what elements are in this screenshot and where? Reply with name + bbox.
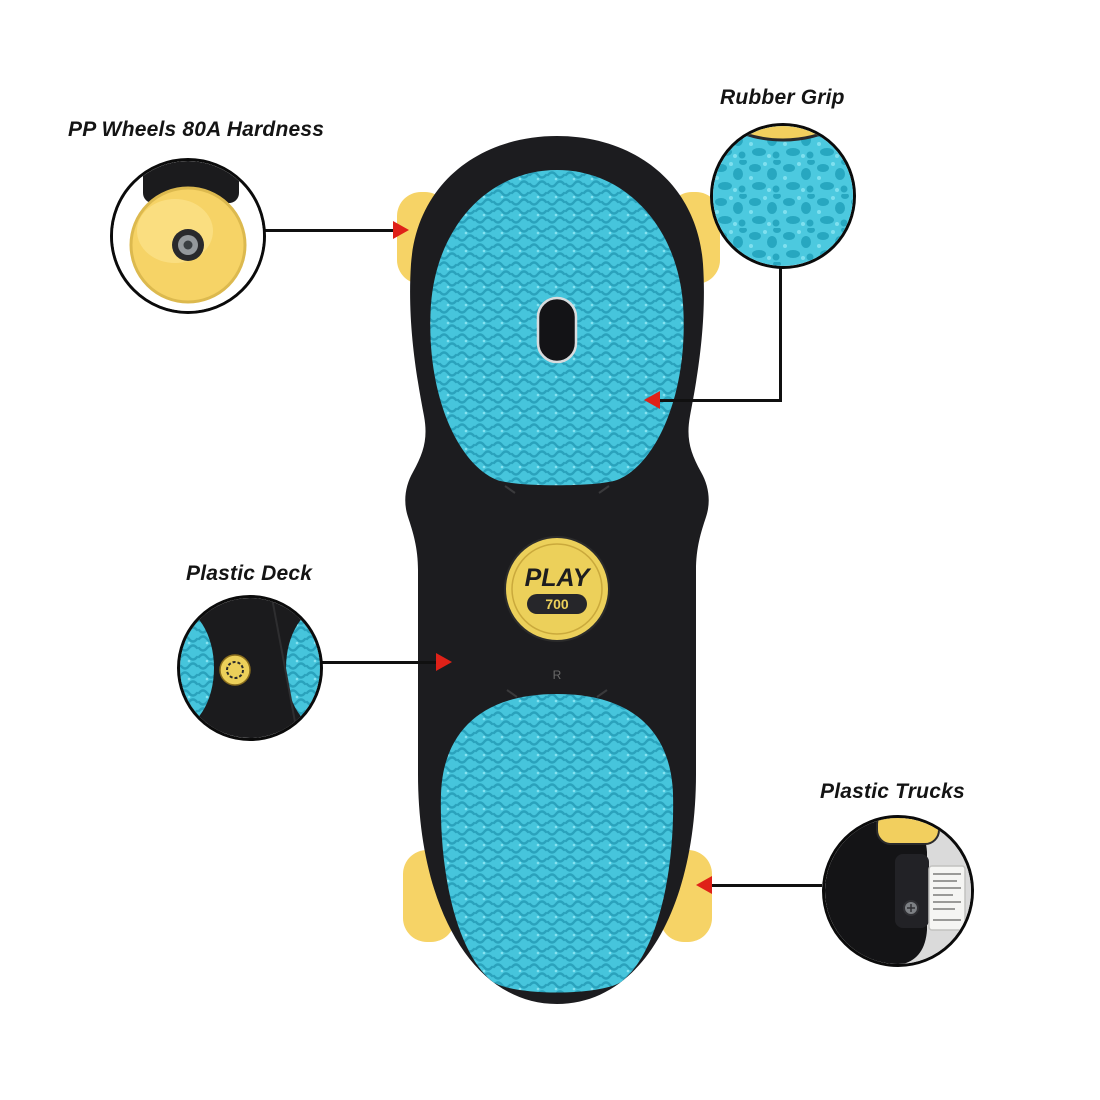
wheels-connector-line	[263, 229, 393, 232]
arrow-left-icon	[696, 876, 712, 894]
skateboard-illustration: PLAY 700 R	[385, 134, 730, 1024]
plastic-deck-inset-photo	[177, 595, 323, 741]
board-logo: PLAY 700	[504, 536, 610, 642]
arrow-right-icon	[393, 221, 409, 239]
arrow-right-icon	[436, 653, 452, 671]
plastic-deck-connector-line	[318, 661, 436, 664]
arrow-left-icon	[644, 391, 660, 409]
sticker-text-lines	[933, 873, 961, 921]
rubber-grip-label: Rubber Grip	[720, 86, 845, 109]
rubber-grip-connector-horizontal	[659, 399, 782, 402]
truck-closeup-illustration	[825, 818, 971, 964]
wheels-label: PP Wheels 80A Hardness	[68, 118, 325, 141]
rubber-grip-connector-vertical	[779, 261, 782, 401]
plastic-trucks-label: Plastic Trucks	[820, 780, 965, 803]
handle-cutout	[536, 296, 578, 364]
wheel-closeup-illustration	[113, 161, 263, 311]
deck-seams	[504, 485, 610, 698]
logo-text-700: 700	[545, 596, 569, 612]
plastic-trucks-inset-photo	[822, 815, 974, 967]
mini-logo	[219, 654, 251, 686]
logo-text-play: PLAY	[525, 564, 592, 592]
bottom-grip-pad	[440, 694, 674, 993]
plastic-trucks-connector-line	[712, 884, 822, 887]
deck-closeup-illustration	[180, 598, 320, 738]
deck-mold-mark: R	[553, 668, 562, 682]
wheels-inset-photo	[110, 158, 266, 314]
skateboard-top-view: PLAY 700 R	[397, 136, 720, 1004]
rubber-grip-inset-photo	[710, 123, 856, 269]
rubber-grip-closeup-illustration	[713, 126, 853, 266]
plastic-deck-label: Plastic Deck	[186, 562, 313, 585]
